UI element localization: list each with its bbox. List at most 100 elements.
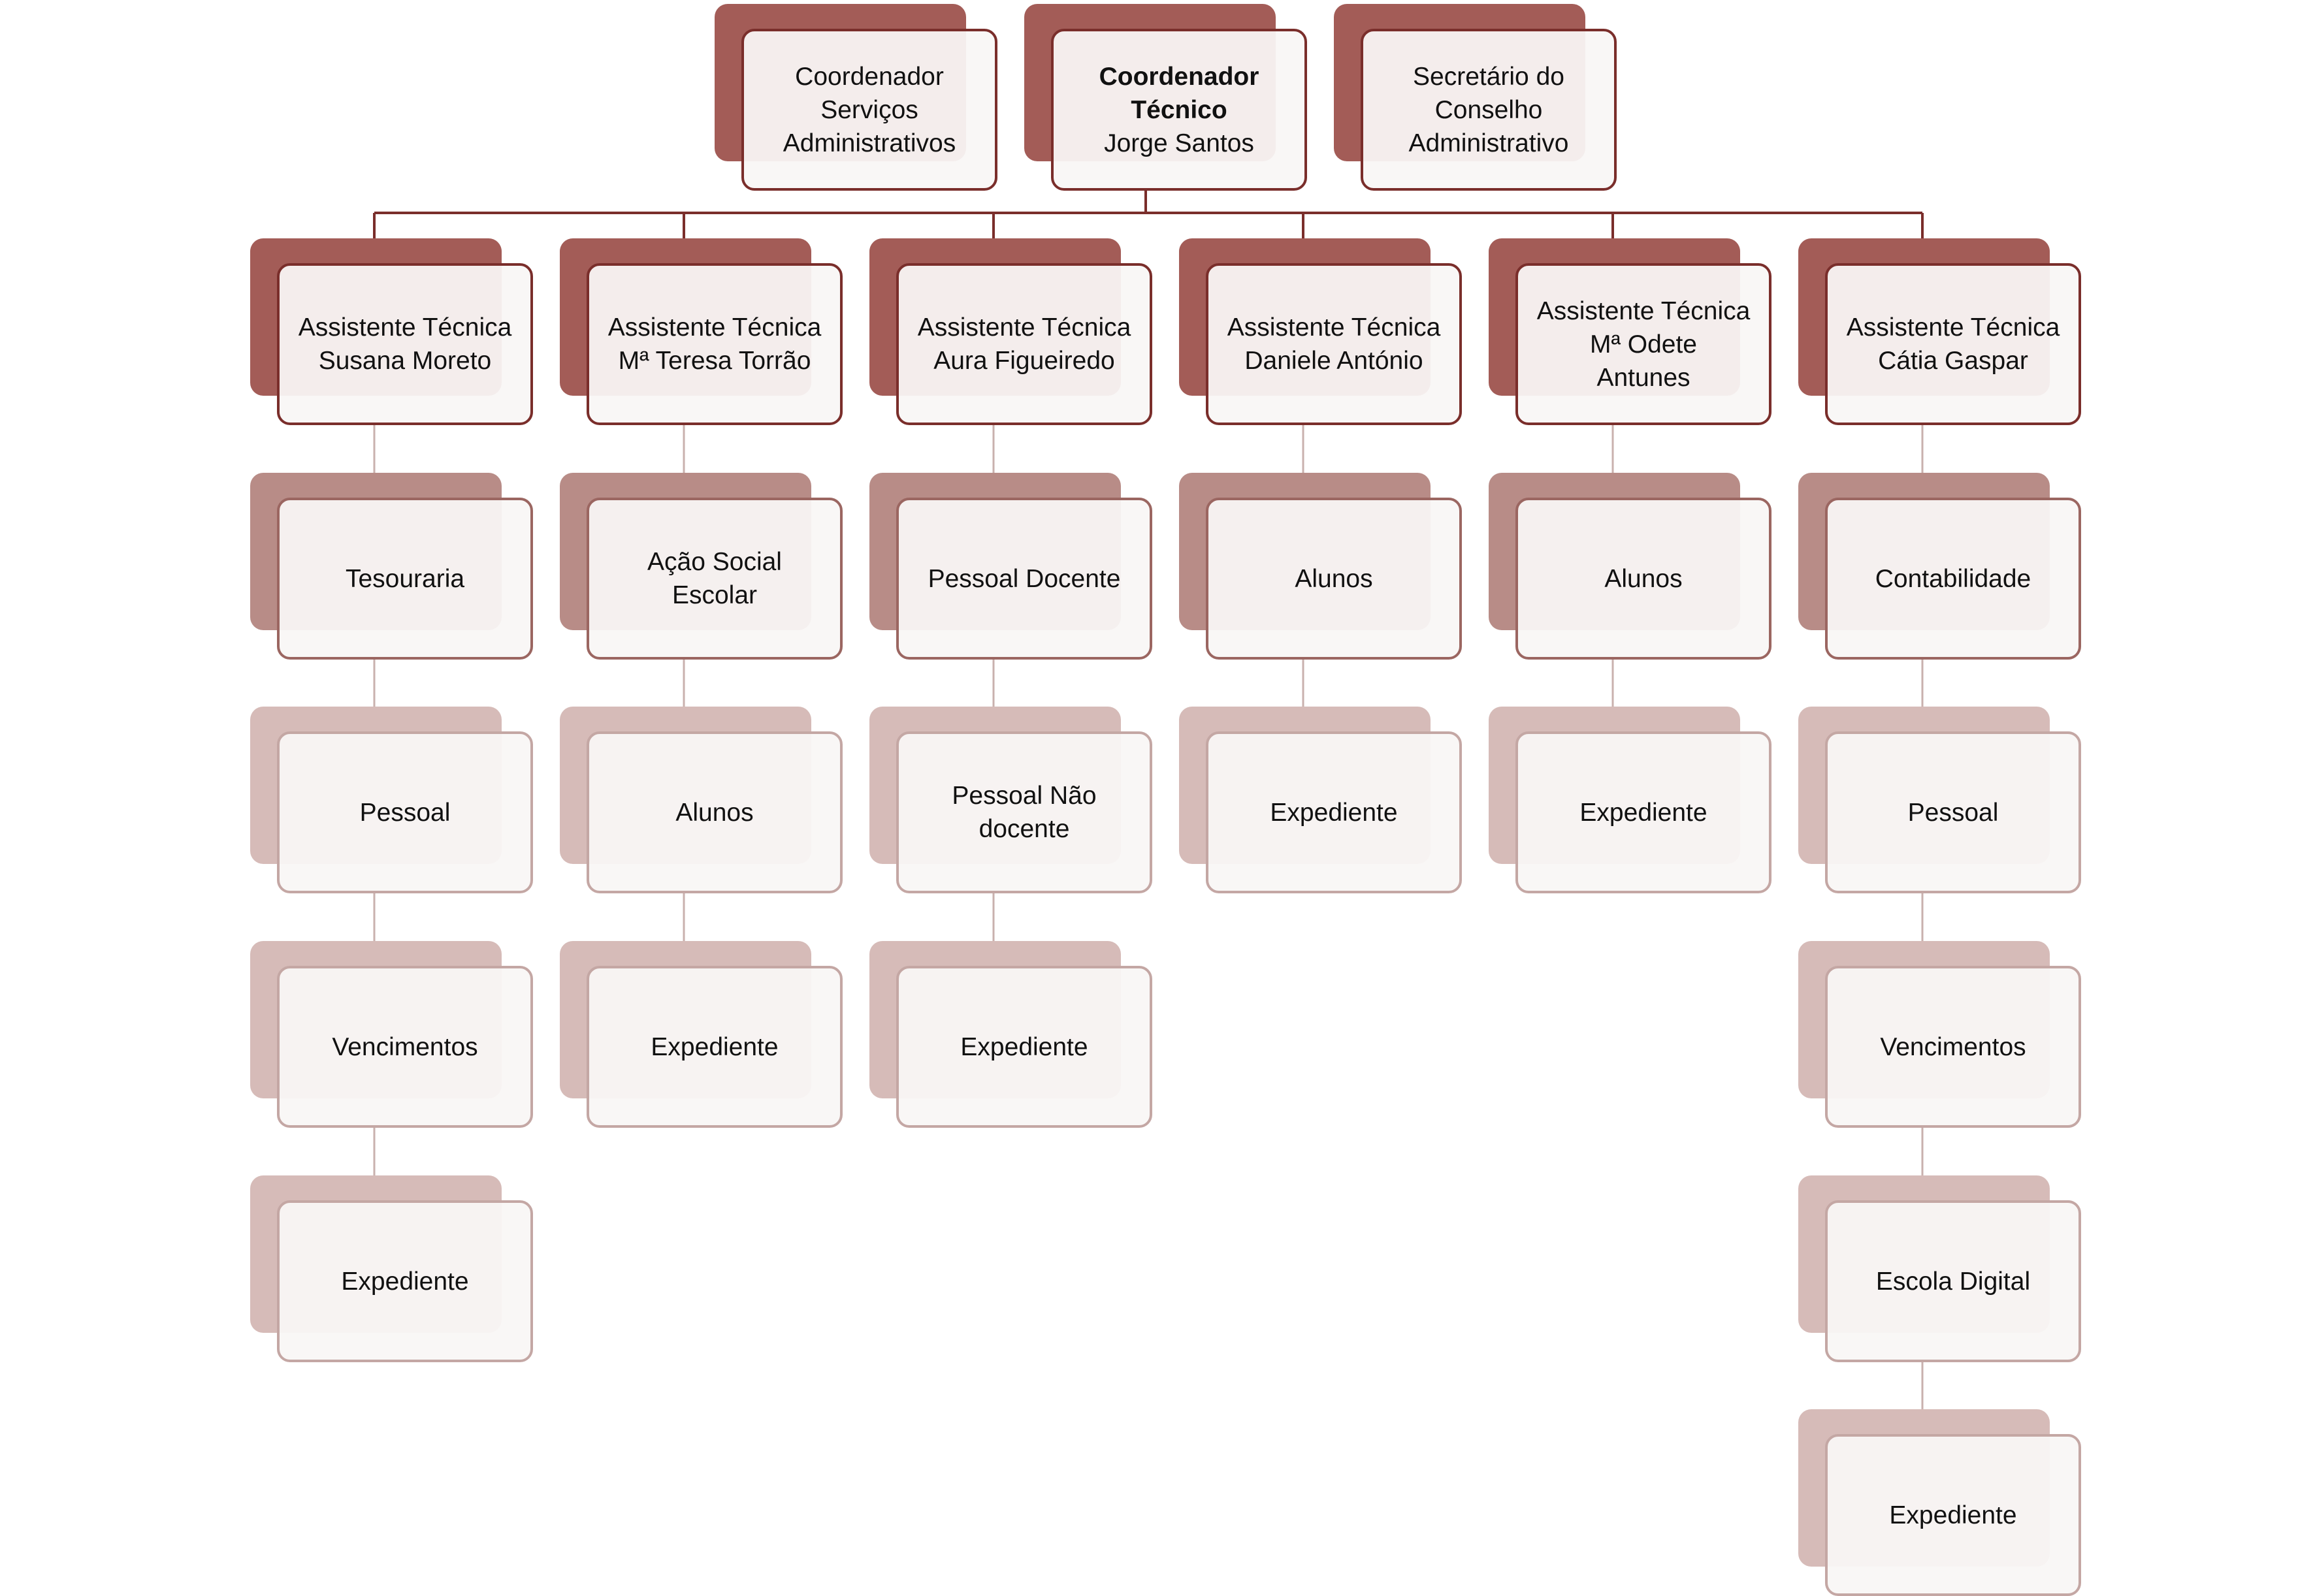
node-label: Alunos: [1295, 564, 1373, 593]
node-box: Alunos: [1206, 498, 1462, 660]
node-label: Assistente Técnica Aura Figueiredo: [913, 311, 1137, 377]
node-box: Pessoal: [1825, 731, 2081, 893]
node-box: Assistente Técnica Mª Odete Antunes: [1515, 263, 1771, 425]
node-label: Escola Digital: [1875, 1267, 2031, 1296]
assistant-node-6: Assistente Técnica Cátia Gaspar: [1798, 238, 2081, 425]
node-label-line: Administrativo: [1408, 129, 1569, 157]
task-node: Pessoal Docente: [869, 473, 1152, 660]
node-label: Assistente Técnica Mª Odete Antunes: [1532, 295, 1756, 394]
node-label-line: Cátia Gaspar: [1878, 347, 2028, 375]
node-label-line: Serviços: [820, 95, 918, 124]
node-label: Expediente: [651, 1032, 779, 1061]
node-label-line: Assistente Técnica: [1846, 313, 2060, 342]
node-box: Alunos: [587, 731, 843, 893]
assistant-node-3: Assistente Técnica Aura Figueiredo: [869, 238, 1152, 425]
node-label-line: Assistente Técnica: [917, 313, 1131, 342]
node-label: Pessoal Não docente: [952, 782, 1097, 843]
node-label: Alunos: [675, 798, 754, 827]
node-box: Coordenador Técnico Jorge Santos: [1051, 29, 1307, 191]
node-box: Expediente: [1206, 731, 1462, 893]
node-label: Assistente Técnica Cátia Gaspar: [1841, 311, 2065, 377]
node-label-line: Secretário do: [1413, 62, 1564, 91]
node-label-line: Coordenador: [1099, 62, 1259, 91]
top-node-2: Coordenador Técnico Jorge Santos: [1024, 4, 1307, 191]
node-label: Vencimentos: [1880, 1032, 2026, 1061]
node-label: Pessoal Docente: [928, 564, 1121, 593]
node-label-line: Susana Moreto: [318, 347, 492, 375]
assistant-node-2: Assistente Técnica Mª Teresa Torrão: [560, 238, 843, 425]
node-label-line: Administrativos: [783, 129, 956, 157]
node-label: Expediente: [341, 1267, 469, 1296]
node-label-line: Mª Teresa Torrão: [618, 347, 811, 375]
node-label: Tesouraria: [345, 564, 465, 593]
node-box: Expediente: [1515, 731, 1771, 893]
node-label: Expediente: [1579, 798, 1707, 827]
node-label: Coordenador Técnico Jorge Santos: [1094, 60, 1265, 160]
node-box: Alunos: [1515, 498, 1771, 660]
node-label: Coordenador Serviços Administrativos: [778, 60, 961, 160]
top-node-3: Secretário do Conselho Administrativo: [1334, 4, 1617, 191]
node-box: Escola Digital: [1825, 1200, 2081, 1362]
node-box: Tesouraria: [277, 498, 533, 660]
task-node: Contabilidade: [1798, 473, 2081, 660]
node-label-line: Técnico: [1131, 95, 1227, 124]
task-node: Expediente: [1798, 1409, 2081, 1596]
task-node: Ação Social Escolar: [560, 473, 843, 660]
node-label-line: Mª Odete: [1589, 330, 1697, 359]
assistant-node-1: Assistente Técnica Susana Moreto: [250, 238, 533, 425]
task-node: Alunos: [1179, 473, 1462, 660]
node-box: Vencimentos: [277, 966, 533, 1128]
node-label: Expediente: [960, 1032, 1088, 1061]
node-label-line: Assistente Técnica: [1227, 313, 1441, 342]
node-box: Assistente Técnica Susana Moreto: [277, 263, 533, 425]
node-box: Expediente: [1825, 1434, 2081, 1596]
task-node: Alunos: [560, 707, 843, 893]
node-box: Assistente Técnica Cátia Gaspar: [1825, 263, 2081, 425]
node-box: Expediente: [896, 966, 1152, 1128]
node-label: Expediente: [1270, 798, 1398, 827]
node-label-line: Assistente Técnica: [298, 313, 512, 342]
task-node: Escola Digital: [1798, 1175, 2081, 1362]
node-label: Assistente Técnica Daniele António: [1222, 311, 1446, 377]
assistant-node-5: Assistente Técnica Mª Odete Antunes: [1489, 238, 1771, 425]
node-label: Pessoal: [359, 798, 451, 827]
task-node: Pessoal Não docente: [869, 707, 1152, 893]
node-box: Expediente: [587, 966, 843, 1128]
node-box: Pessoal Docente: [896, 498, 1152, 660]
node-label: Assistente Técnica Mª Teresa Torrão: [603, 311, 827, 377]
node-label-line: Assistente Técnica: [1536, 296, 1751, 325]
node-box: Coordenador Serviços Administrativos: [741, 29, 997, 191]
node-label-line: Conselho: [1434, 95, 1543, 124]
node-box: Assistente Técnica Mª Teresa Torrão: [587, 263, 843, 425]
task-node: Pessoal: [250, 707, 533, 893]
assistant-node-4: Assistente Técnica Daniele António: [1179, 238, 1462, 425]
node-box: Secretário do Conselho Administrativo: [1361, 29, 1617, 191]
task-node: Expediente: [1489, 707, 1771, 893]
node-box: Pessoal: [277, 731, 533, 893]
task-node: Vencimentos: [1798, 941, 2081, 1128]
node-label: Assistente Técnica Susana Moreto: [293, 311, 517, 377]
node-label-line: Assistente Técnica: [607, 313, 822, 342]
node-box: Contabilidade: [1825, 498, 2081, 660]
node-label-line: Coordenador: [795, 62, 944, 91]
task-node: Tesouraria: [250, 473, 533, 660]
node-box: Vencimentos: [1825, 966, 2081, 1128]
node-box: Pessoal Não docente: [896, 731, 1152, 893]
node-label: Pessoal: [1907, 798, 1999, 827]
top-node-1: Coordenador Serviços Administrativos: [715, 4, 997, 191]
node-label: Ação Social Escolar: [647, 548, 782, 609]
node-label-line: Aura Figueiredo: [933, 347, 1115, 375]
task-node: Expediente: [1179, 707, 1462, 893]
node-label: Secretário do Conselho Administrativo: [1404, 60, 1574, 160]
node-label: Contabilidade: [1875, 564, 2031, 593]
task-node: Vencimentos: [250, 941, 533, 1128]
task-node: Expediente: [869, 941, 1152, 1128]
node-label: Expediente: [1889, 1501, 2017, 1529]
task-node: Expediente: [560, 941, 843, 1128]
task-node: Expediente: [250, 1175, 533, 1362]
node-box: Ação Social Escolar: [587, 498, 843, 660]
node-box: Expediente: [277, 1200, 533, 1362]
node-label-line: Daniele António: [1244, 347, 1423, 375]
node-label-line: Antunes: [1596, 363, 1690, 392]
